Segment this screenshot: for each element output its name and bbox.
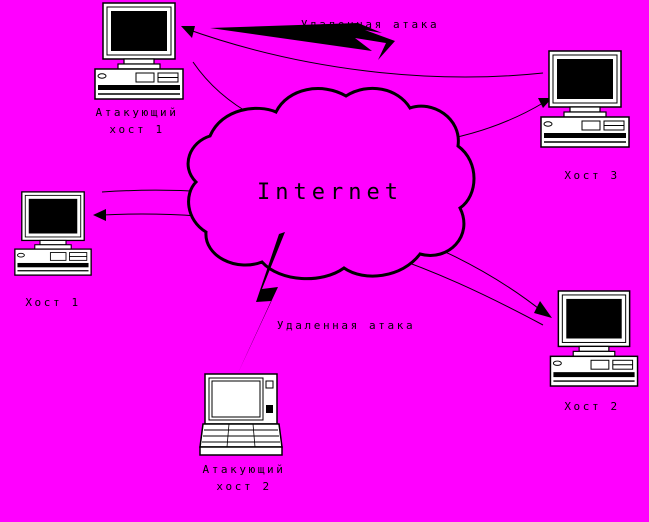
node-label: хост 1 xyxy=(109,123,164,136)
node-label: Хост 1 xyxy=(25,296,80,309)
node-attacker-host-2: Атакующий хост 2 xyxy=(199,373,285,493)
node-host-2: Хост 2 xyxy=(549,290,639,413)
node-label: Атакующий xyxy=(95,106,178,119)
desktop-computer-icon xyxy=(549,290,639,387)
laptop-icon xyxy=(199,373,283,456)
node-label: Хост 2 xyxy=(564,400,619,413)
desktop-computer-icon xyxy=(94,2,184,100)
node-attacker-host-1: Атакующий хост 1 xyxy=(94,2,184,136)
internet-cloud xyxy=(186,86,476,281)
connection-arrowhead-attacker1 xyxy=(181,26,195,38)
node-label: Хост 3 xyxy=(564,169,619,182)
node-label: Атакующий xyxy=(202,463,285,476)
connection-arrowhead-host1 xyxy=(93,209,106,221)
connection-arrowhead-host2 xyxy=(534,301,552,318)
attack-label-top: Удаленная атака xyxy=(301,18,439,31)
connection-attacker1-host3-upper xyxy=(183,27,544,78)
cloud-label: Internet xyxy=(257,180,403,205)
desktop-computer-icon xyxy=(14,191,92,276)
node-label: хост 2 xyxy=(216,480,271,493)
node-host-3: Хост 3 xyxy=(540,50,630,182)
attack-label-bottom: Удаленная атака xyxy=(277,319,415,332)
desktop-computer-icon xyxy=(540,50,630,148)
node-host-1: Хост 1 xyxy=(14,191,92,309)
attack-lightning-top xyxy=(210,23,395,60)
